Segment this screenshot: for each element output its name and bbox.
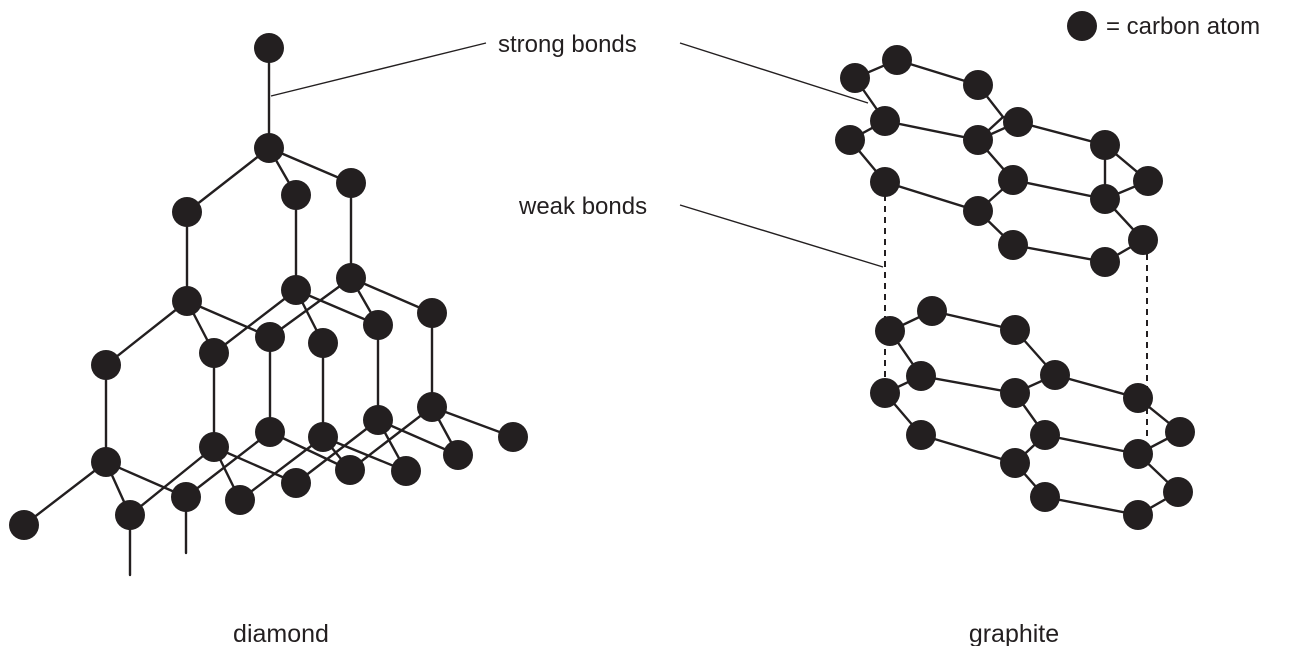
weak-bonds-label: weak bonds bbox=[518, 193, 647, 220]
carbon-atom bbox=[498, 422, 528, 452]
carbon-atom bbox=[9, 510, 39, 540]
bond bbox=[212, 288, 298, 355]
carbon-atom bbox=[363, 310, 393, 340]
bond bbox=[104, 299, 189, 367]
strong-bonds-leader bbox=[679, 42, 869, 104]
carbon-atom bbox=[417, 298, 447, 328]
bond bbox=[128, 445, 216, 517]
carbon-atom bbox=[875, 316, 905, 346]
bond-chain bbox=[848, 138, 1015, 213]
carbon-atom bbox=[254, 133, 284, 163]
carbon-atom bbox=[443, 440, 473, 470]
carbon-atom bbox=[281, 275, 311, 305]
carbon-atom bbox=[91, 447, 121, 477]
strong-bonds-leader bbox=[270, 42, 487, 97]
carbon-atom bbox=[336, 168, 366, 198]
legend-label: = carbon atom bbox=[1106, 13, 1260, 40]
carbon-atom bbox=[963, 70, 993, 100]
carbon-atom bbox=[870, 106, 900, 136]
carbon-atom bbox=[1090, 184, 1120, 214]
carbon-atom-legend-icon bbox=[1067, 11, 1097, 41]
carbon-atom bbox=[1163, 477, 1193, 507]
carbon-atom bbox=[870, 167, 900, 197]
bond bbox=[268, 276, 353, 339]
carbon-atom bbox=[906, 361, 936, 391]
carbon-atom bbox=[1133, 166, 1163, 196]
bond bbox=[185, 299, 272, 339]
carbon-atom bbox=[1000, 378, 1030, 408]
carbon-atom bbox=[308, 422, 338, 452]
bond bbox=[294, 418, 380, 485]
carbon-atom bbox=[172, 197, 202, 227]
carbon-atom bbox=[840, 63, 870, 93]
carbon-atom bbox=[1123, 500, 1153, 530]
graphite-structure bbox=[835, 45, 1195, 530]
carbon-atom bbox=[1165, 417, 1195, 447]
carbon-atom bbox=[115, 500, 145, 530]
carbon-atom bbox=[91, 350, 121, 380]
graphite-caption: graphite bbox=[969, 620, 1059, 646]
carbon-atom bbox=[391, 456, 421, 486]
carbon-atom bbox=[906, 420, 936, 450]
strong-bonds-label: strong bonds bbox=[498, 31, 637, 58]
bond bbox=[185, 146, 271, 214]
bond bbox=[184, 430, 272, 499]
carbon-atom bbox=[1128, 225, 1158, 255]
graphite-atoms bbox=[835, 45, 1195, 530]
carbon-atom bbox=[225, 485, 255, 515]
leader-lines bbox=[270, 42, 884, 268]
carbon-atom bbox=[1123, 439, 1153, 469]
bond-chain bbox=[888, 329, 1057, 395]
carbon-atom bbox=[870, 378, 900, 408]
carbon-atom bbox=[255, 322, 285, 352]
carbon-atom bbox=[172, 286, 202, 316]
carbon-atom bbox=[1090, 247, 1120, 277]
diamond-structure bbox=[9, 33, 528, 577]
carbon-atom bbox=[835, 125, 865, 155]
diamond-caption: diamond bbox=[233, 620, 329, 646]
carbon-atom bbox=[1123, 383, 1153, 413]
carbon-atom bbox=[1003, 107, 1033, 137]
bond bbox=[22, 460, 108, 527]
carbon-atom bbox=[1090, 130, 1120, 160]
carbon-atom bbox=[1030, 420, 1060, 450]
carbon-atom bbox=[254, 33, 284, 63]
carbon-atom bbox=[963, 125, 993, 155]
carbon-atom bbox=[199, 432, 229, 462]
carbon-atom bbox=[336, 263, 366, 293]
carbon-atom bbox=[199, 338, 229, 368]
carbon-atom bbox=[308, 328, 338, 358]
carbon-atom bbox=[171, 482, 201, 512]
carbon-atom bbox=[281, 468, 311, 498]
carbon-atom bbox=[335, 455, 365, 485]
bond-chain bbox=[1013, 391, 1182, 456]
carbon-atom bbox=[1040, 360, 1070, 390]
carbon-atom bbox=[1030, 482, 1060, 512]
carbon-atom bbox=[1000, 448, 1030, 478]
carbon-atom bbox=[882, 45, 912, 75]
bond bbox=[348, 405, 434, 472]
carbon-atom bbox=[998, 165, 1028, 195]
carbon-atom bbox=[917, 296, 947, 326]
carbon-atom bbox=[1000, 315, 1030, 345]
carbon-atom bbox=[417, 392, 447, 422]
carbon-atom bbox=[281, 180, 311, 210]
diamond-atoms bbox=[9, 33, 528, 540]
weak-bonds-leader bbox=[679, 204, 884, 268]
bond bbox=[238, 435, 325, 502]
carbon-atom bbox=[255, 417, 285, 447]
carbon-atom bbox=[998, 230, 1028, 260]
carbon-atom bbox=[963, 196, 993, 226]
carbon-atom bbox=[363, 405, 393, 435]
